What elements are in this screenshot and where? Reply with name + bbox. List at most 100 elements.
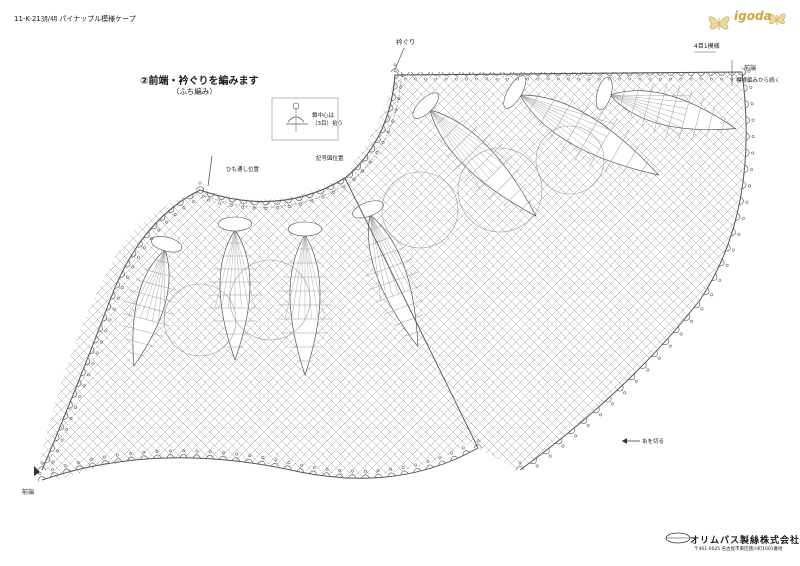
top-picot-16 — [574, 71, 583, 81]
pineapple-motif-2 — [278, 221, 332, 377]
pineapple-motif-6 — [503, 75, 660, 176]
rightouter-picot-15 — [693, 301, 704, 311]
top-picot-32 — [411, 71, 420, 81]
piece-seam — [344, 177, 479, 449]
pineapple-motif-7 — [595, 76, 737, 141]
top-picot-7 — [666, 71, 675, 81]
neck-picot-15 — [294, 196, 304, 206]
rightouter-picot-25 — [580, 417, 590, 427]
chain-center-inset: 鎖中心は （3目）拾う — [271, 97, 343, 141]
top-picot-25 — [482, 71, 492, 81]
rightouter-picot-23 — [604, 395, 615, 406]
leftfront-picot-14 — [101, 313, 112, 322]
neck-picot-6 — [375, 135, 385, 144]
rightouter-picot-10 — [730, 228, 741, 237]
leftfront-picot-3 — [167, 206, 177, 217]
arrow-left-icon — [622, 438, 627, 444]
leftfront-picot-27 — [45, 455, 55, 464]
neck-picot-3 — [388, 103, 398, 113]
cut-yarn-marker: 糸を切る — [622, 437, 664, 445]
bottom-picot-8 — [140, 450, 149, 460]
pattern-repeat-marker: 4目1模様 — [694, 42, 720, 53]
rightouter-picot-17 — [673, 326, 683, 336]
leftfront-picot-5 — [150, 222, 161, 232]
tie-position-label: ひも通し位置 — [226, 165, 260, 173]
leftfront-picot-9 — [124, 260, 135, 269]
instruction-title: ②前端・衿ぐりを編みます — [140, 76, 259, 87]
pineapple-motif-1 — [208, 216, 262, 362]
neck-picot-17 — [272, 200, 282, 210]
bottom-picot-21 — [309, 466, 318, 476]
leftfront-picot-13 — [106, 302, 116, 311]
rightouter-picot-11 — [725, 243, 735, 252]
bottom-picot-1 — [50, 467, 59, 478]
top-picot-20 — [533, 71, 543, 81]
rightouter-picot-7 — [741, 180, 751, 190]
mark-position-label: 記号図位置 — [316, 154, 344, 162]
left-front-edge-label: 前端 — [22, 466, 40, 496]
bottom-picot-23 — [334, 468, 344, 478]
neck-edge-marker-collar: 衿ぐり — [393, 37, 416, 73]
bottom-picot-10 — [166, 449, 175, 459]
leftfront-picot-2 — [176, 199, 186, 210]
front-edge-left-label: 前端 — [22, 488, 34, 496]
rightouter-picot-13 — [711, 273, 722, 282]
neck-picot-24 — [195, 181, 205, 191]
bottom-picot-34 — [473, 439, 483, 449]
bottom-picot-16 — [244, 454, 254, 464]
top-picot-23 — [503, 71, 512, 81]
ring-1 — [163, 283, 237, 357]
chain-center-label-2: （3目）拾う — [312, 119, 343, 127]
leftfront-picot-0 — [196, 188, 205, 198]
neck-picot-4 — [384, 114, 395, 123]
leftfront-picot-23 — [62, 411, 73, 420]
rightouter-picot-12 — [719, 258, 729, 267]
leftfront-picot-25 — [54, 433, 64, 442]
top-picot-5 — [686, 71, 696, 81]
bottom-picot-9 — [153, 449, 162, 459]
bottom-picot-30 — [425, 460, 434, 470]
cut-yarn-label: 糸を切る — [642, 437, 664, 445]
leftfront-picot-1 — [186, 193, 195, 204]
top-picot-28 — [451, 71, 461, 81]
bottom-picot-14 — [218, 451, 228, 461]
rightouter-picot-26 — [568, 427, 578, 438]
leftfront-picot-18 — [84, 357, 95, 366]
bottom-picot-26 — [374, 469, 383, 479]
top-picot-10 — [635, 71, 645, 81]
rightouter-picot-30 — [515, 461, 525, 471]
leftfront-picot-22 — [67, 401, 77, 409]
bottom-picot-12 — [192, 449, 201, 459]
bottom-picot-6 — [114, 453, 123, 463]
rightouter-picot-27 — [555, 438, 565, 448]
rightouter-picot-6 — [743, 164, 753, 174]
top-picot-17 — [564, 71, 573, 81]
butterfly-icon-2 — [768, 13, 786, 25]
top-picot-34 — [390, 63, 400, 73]
rightouter-picot-5 — [745, 148, 755, 157]
right-outer-edge — [519, 71, 747, 471]
leftfront-picot-28 — [37, 461, 47, 471]
bottom-picot-13 — [205, 450, 215, 460]
top-picot-18 — [554, 71, 563, 81]
leftfront-picot-6 — [143, 231, 153, 241]
bottom-picot-18 — [270, 458, 279, 468]
top-picot-31 — [421, 71, 430, 81]
arrow-right-icon — [34, 466, 40, 476]
collar-label: 衿ぐり — [396, 37, 416, 46]
publisher-name: オリムパス製絲株式会社 — [690, 536, 800, 546]
rightouter-picot-2 — [744, 99, 754, 109]
ring-4 — [535, 125, 605, 195]
ring-3 — [381, 171, 459, 249]
neck-picot-14 — [305, 193, 314, 203]
rightouter-picot-8 — [739, 196, 749, 206]
bottom-picot-24 — [348, 469, 357, 479]
bottom-picot-19 — [283, 460, 292, 471]
rightouter-picot-29 — [529, 457, 539, 468]
leftfront-picot-12 — [110, 291, 120, 300]
front-edge-right-label: 前端 — [744, 64, 756, 72]
neck-picot-13 — [316, 188, 325, 199]
rightouter-picot-3 — [745, 116, 755, 125]
bottom-picot-29 — [413, 463, 422, 473]
